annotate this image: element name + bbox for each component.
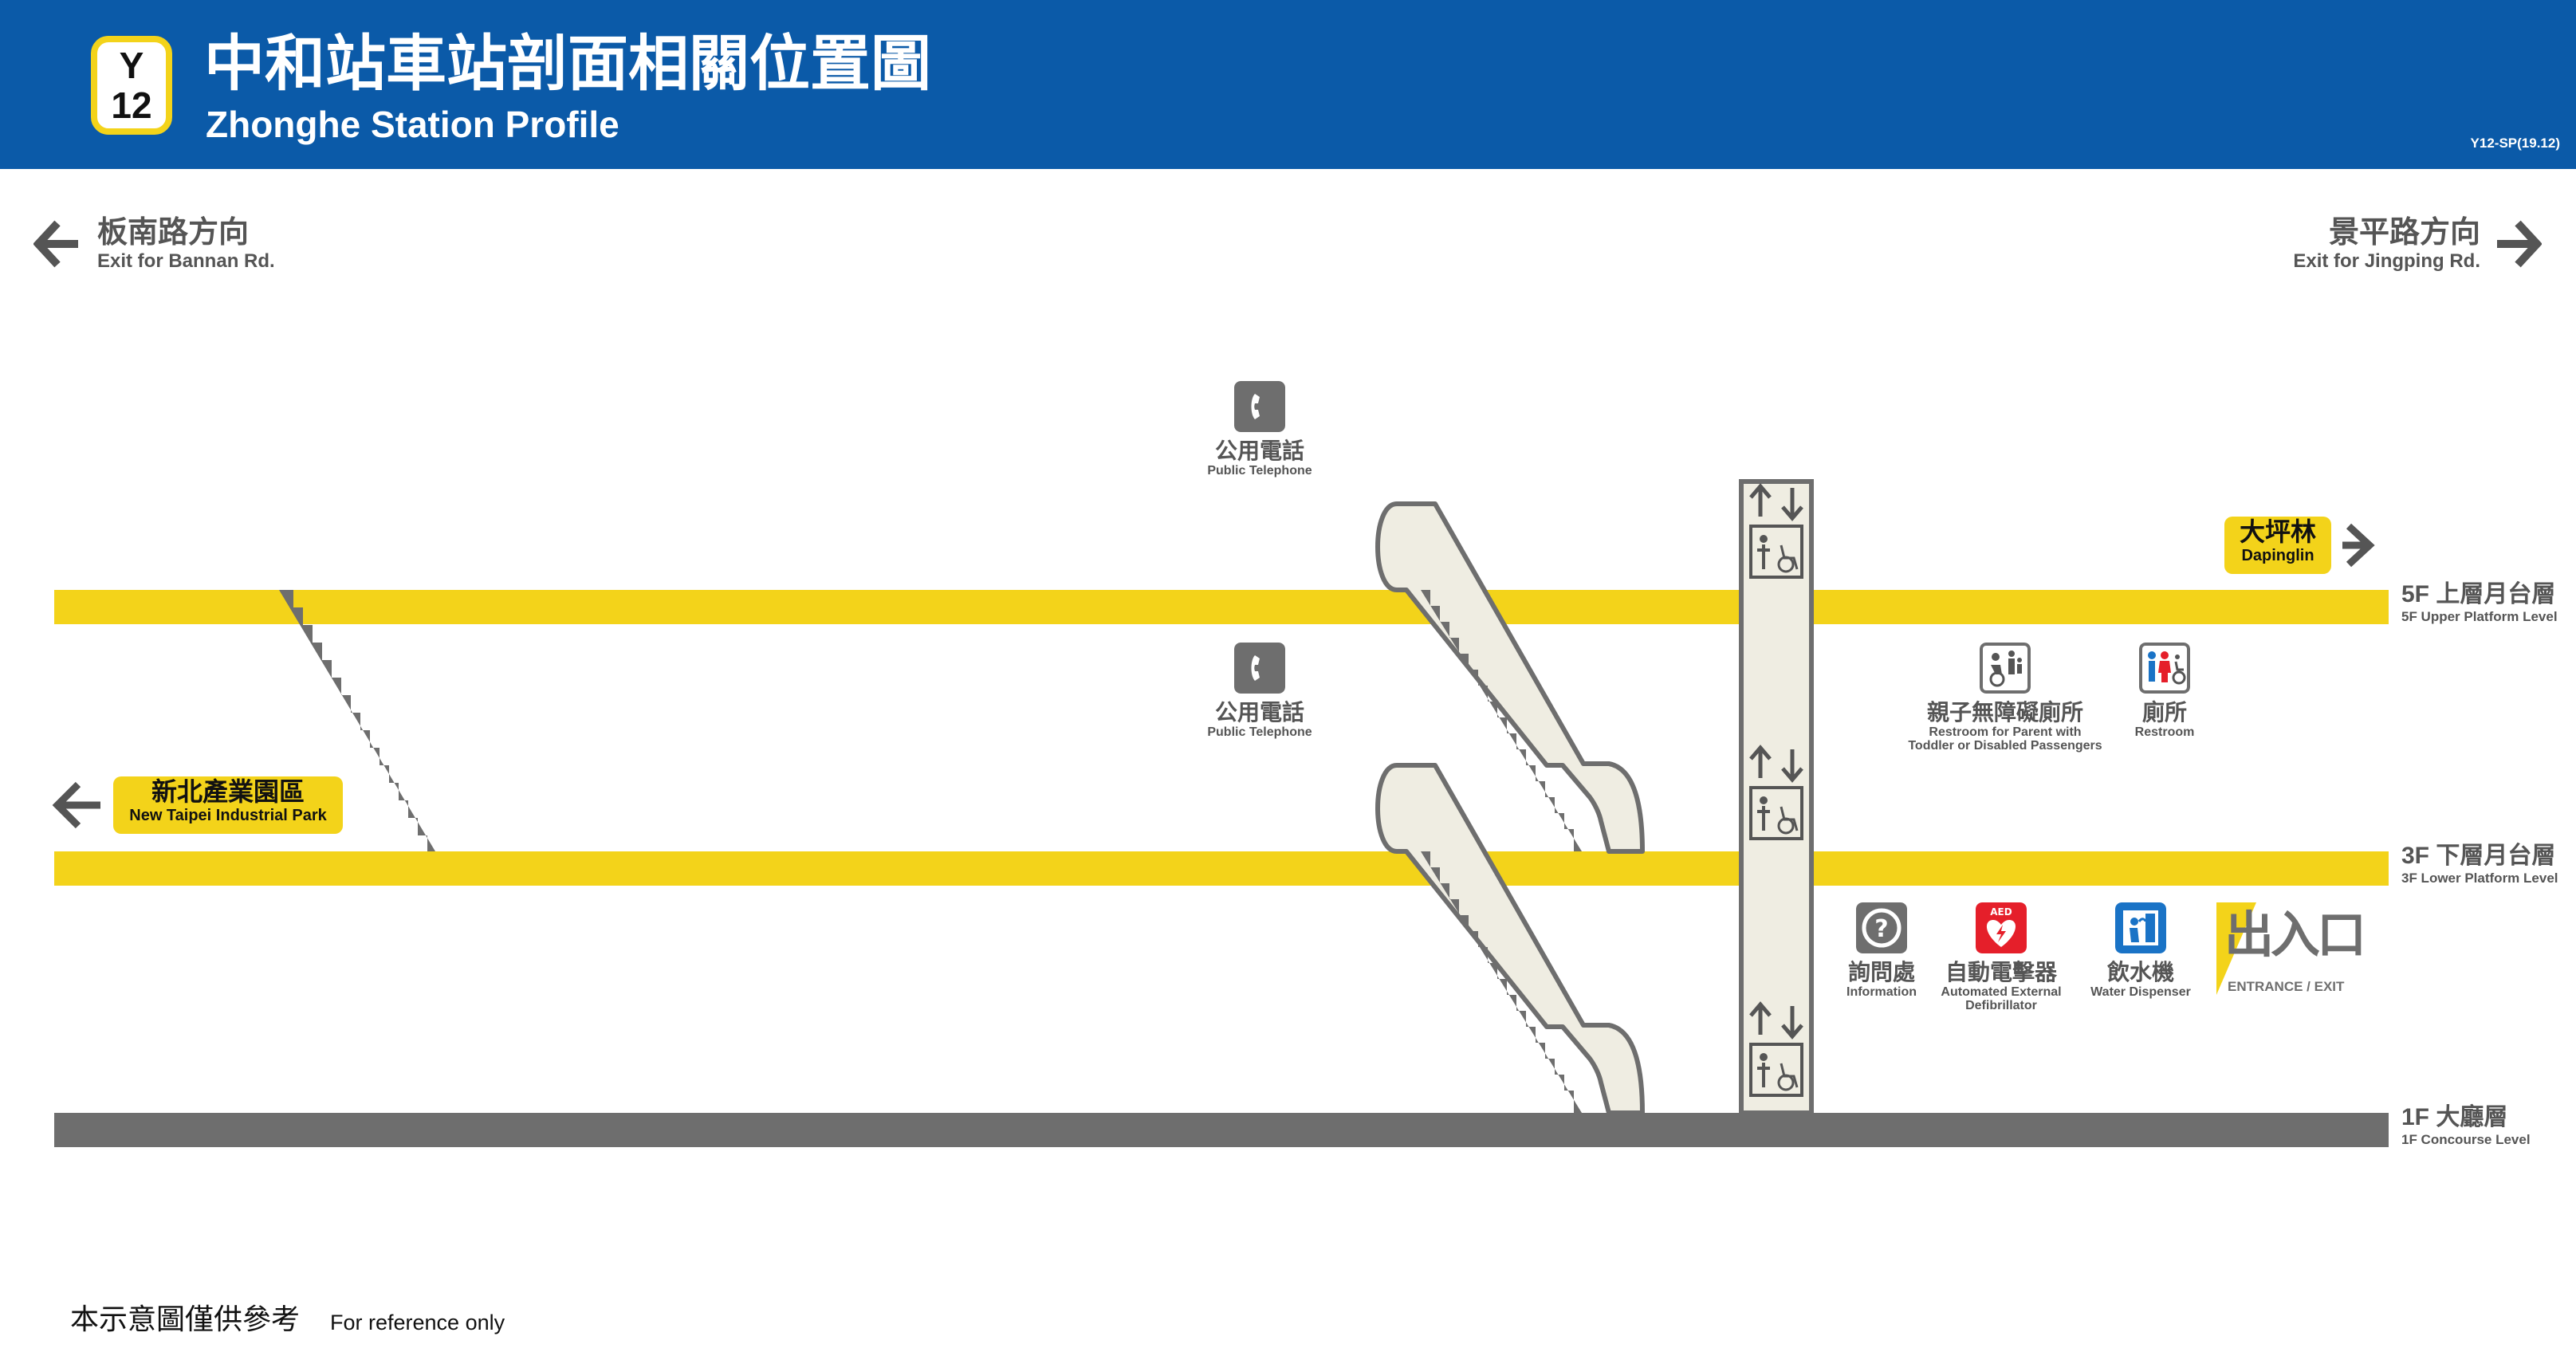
destination-industrial-park: 新北產業園區 New Taipei Industrial Park <box>113 776 343 834</box>
svg-text:AED: AED <box>1990 906 2012 918</box>
aed-en-line1: Automated External <box>1941 985 2062 999</box>
concourse-bar <box>54 1113 2389 1147</box>
floor-5f-zh: 5F 上層月台層 <box>2401 581 2556 607</box>
arrow-right-dapinglin-icon <box>2342 523 2375 568</box>
svg-text:?: ? <box>1874 915 1888 943</box>
water-dispenser-en: Water Dispenser <box>2090 985 2191 999</box>
floor-3f-en: 3F Lower Platform Level <box>2401 871 2558 886</box>
family-accessible-restroom-icon <box>1980 643 2031 694</box>
footer-note-en: For reference only <box>330 1311 505 1334</box>
page-title-zh: 中和站車站剖面相關位置圖 <box>204 30 931 98</box>
entrance-exit-icon <box>2216 902 2256 995</box>
phone-5f-zh: 公用電話 <box>1214 438 1304 463</box>
destination-dapinglin: 大坪林 Dapinglin <box>2224 517 2331 574</box>
information-en: Information <box>1846 985 1917 999</box>
lower-platform-bar <box>54 851 2389 886</box>
line-code-number: 12 <box>111 85 152 126</box>
phone-3f-en: Public Telephone <box>1207 725 1312 739</box>
family-restroom-zh: 親子無障礙廁所 <box>1926 700 2083 725</box>
aed-zh: 自動電擊器 <box>1945 960 2057 985</box>
elevator-icon-1f <box>1749 1001 1803 1097</box>
footer-note-zh: 本示意圖僅供參考 <box>70 1303 301 1335</box>
family-restroom-en-line1: Restroom for Parent with <box>1929 725 2082 739</box>
arrow-left-icon <box>33 220 78 268</box>
facility-information: ? 詢問處 Information <box>1834 902 1929 999</box>
escalator-upper-steps <box>1421 590 1582 851</box>
entrance-exit-sign: 出入口 ENTRANCE / EXIT <box>2216 902 2366 995</box>
aed-en-line2: Defibrillator <box>1965 999 2037 1012</box>
family-restroom-en-line2: Toddler or Disabled Passengers <box>1908 739 2102 753</box>
header-bar: Y 12 中和站車站剖面相關位置圖 Zhonghe Station Profil… <box>0 0 2576 169</box>
arrow-right-icon <box>2497 220 2542 268</box>
aed-icon: AED <box>1976 902 2027 953</box>
elevator-icon-5f <box>1749 483 1803 579</box>
floor-label-3f: 3F 下層月台層 3F Lower Platform Level <box>2401 842 2558 886</box>
exit-right-label: 景平路方向 Exit for Jingping Rd. <box>2293 215 2480 273</box>
floor-1f-zh: 1F 大廳層 <box>2401 1104 2508 1130</box>
telephone-icon <box>1234 643 1285 694</box>
facility-water-dispenser: 飲水機 Water Dispenser <box>2081 902 2200 999</box>
staircase-left <box>279 590 435 851</box>
floor-1f-en: 1F Concourse Level <box>2401 1132 2531 1147</box>
exit-right-zh: 景平路方向 <box>2328 216 2480 250</box>
exit-left-zh: 板南路方向 <box>97 216 250 250</box>
entrance-exit-en: ENTRANCE / EXIT <box>2228 979 2345 994</box>
facility-restroom: 廁所 Restroom <box>2121 643 2208 739</box>
escalator-lower <box>1375 763 1645 1115</box>
destination-dapinglin-zh: 大坪林 <box>2239 517 2316 546</box>
document-code: Y12-SP(19.12) <box>2470 136 2560 151</box>
elevator-shaft <box>1739 479 1814 1115</box>
phone-5f-en: Public Telephone <box>1207 464 1312 478</box>
floor-label-1f: 1F 大廳層 1F Concourse Level <box>2401 1103 2531 1148</box>
line-code-letter: Y <box>119 45 144 86</box>
restroom-en: Restroom <box>2134 725 2195 739</box>
exit-right-en: Exit for Jingping Rd. <box>2293 250 2480 272</box>
exit-left-label: 板南路方向 Exit for Bannan Rd. <box>97 215 275 273</box>
floor-3f-zh: 3F 下層月台層 <box>2401 843 2556 869</box>
facility-family-restroom: 親子無障礙廁所 Restroom for Parent with Toddler… <box>1890 643 2121 753</box>
arrow-left-industrial-park-icon <box>52 781 100 829</box>
restroom-zh: 廁所 <box>2141 700 2187 725</box>
facility-aed: AED 自動電擊器 Automated External Defibrillat… <box>1921 902 2081 1012</box>
information-icon: ? <box>1856 902 1907 953</box>
facility-phone-5f: 公用電話 Public Telephone <box>1180 381 1339 478</box>
escalator-upper <box>1375 501 1645 854</box>
floor-label-5f: 5F 上層月台層 5F Upper Platform Level <box>2401 580 2558 625</box>
restroom-icon <box>2139 643 2190 694</box>
water-dispenser-icon <box>2115 902 2166 953</box>
destination-dapinglin-en: Dapinglin <box>2241 547 2314 564</box>
water-dispenser-zh: 飲水機 <box>2106 960 2174 985</box>
floor-5f-en: 5F Upper Platform Level <box>2401 609 2558 624</box>
information-zh: 詢問處 <box>1847 960 1915 985</box>
facility-phone-3f: 公用電話 Public Telephone <box>1180 643 1339 739</box>
exit-left-en: Exit for Bannan Rd. <box>97 250 275 272</box>
telephone-icon <box>1234 381 1285 432</box>
entrance-exit-zh: 出入口 <box>2224 908 2366 963</box>
destination-industrial-park-zh: 新北產業園區 <box>151 777 305 806</box>
elevator-icon-3f <box>1749 745 1803 840</box>
escalator-lower-steps <box>1421 851 1582 1113</box>
destination-industrial-park-en: New Taipei Industrial Park <box>129 807 327 824</box>
phone-3f-zh: 公用電話 <box>1214 700 1304 725</box>
line-code-badge: Y 12 <box>91 36 172 135</box>
upper-platform-bar <box>54 590 2389 624</box>
page-title-en: Zhonghe Station Profile <box>206 104 619 145</box>
